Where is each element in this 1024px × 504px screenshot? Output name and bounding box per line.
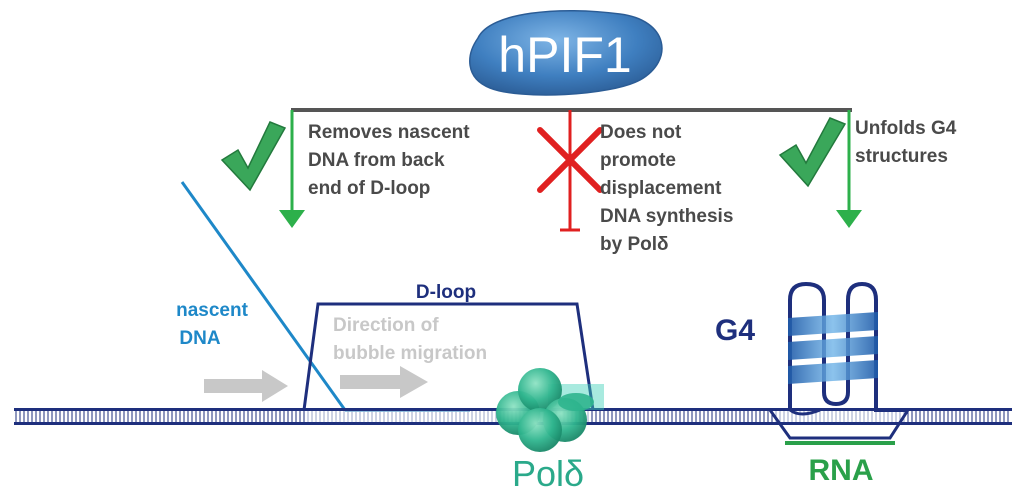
function-2-line-1: Does not xyxy=(600,122,682,143)
g4-label: G4 xyxy=(715,314,755,347)
function-1-line-1: Removes nascent xyxy=(308,122,470,143)
pol-label: Polδ xyxy=(512,453,584,494)
inhibit-line xyxy=(560,110,580,232)
function-1-line-2: DNA from back xyxy=(308,150,445,171)
migration-label-line-2: bubble migration xyxy=(333,343,487,364)
migration-label-line-1: Direction of xyxy=(333,315,439,336)
function-2-line-3: displacement xyxy=(600,178,722,199)
function-2-line-2: promote xyxy=(600,150,676,171)
protein-label: hPIF1 xyxy=(498,27,631,83)
check-icon xyxy=(778,117,847,188)
function-1-line-3: end of D-loop xyxy=(308,178,430,199)
migration-arrow xyxy=(204,370,288,402)
nascent-label-line-1: nascent xyxy=(176,300,248,321)
function-3-line-1: Unfolds G4 xyxy=(855,118,957,139)
rna-label: RNA xyxy=(809,454,874,487)
hpif1-protein: hPIF1 xyxy=(469,10,663,96)
dloop-label: D-loop xyxy=(416,282,476,303)
function-arrow-3 xyxy=(836,110,862,228)
pol-delta-enzyme xyxy=(496,368,604,452)
function-2-line-5: by Polδ xyxy=(600,234,669,255)
migration-arrow xyxy=(340,366,428,398)
g4-structure xyxy=(768,281,910,440)
function-2-line-4: DNA synthesis xyxy=(600,206,733,227)
d-loop xyxy=(302,302,595,411)
check-icon xyxy=(220,121,287,192)
function-arrow-1 xyxy=(279,110,305,228)
g-quartet-planes xyxy=(788,312,878,384)
cross-icon xyxy=(537,127,603,193)
function-3-line-2: structures xyxy=(855,146,948,167)
nascent-label-line-2: DNA xyxy=(179,328,220,349)
